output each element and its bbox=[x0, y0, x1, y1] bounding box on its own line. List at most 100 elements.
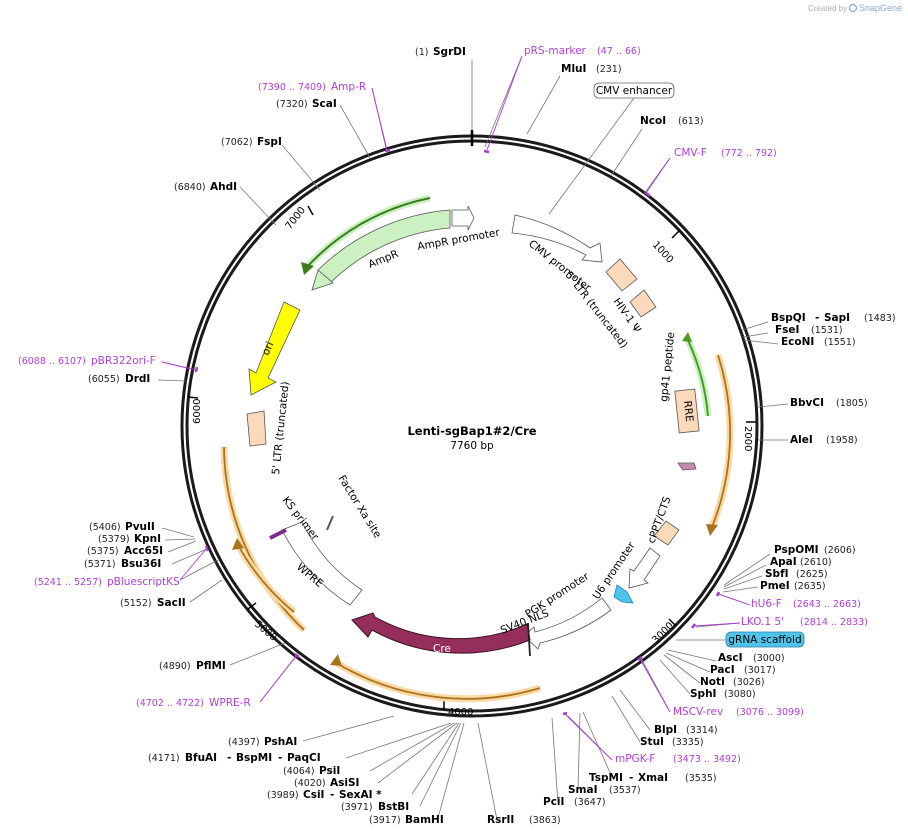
tick-5000 bbox=[247, 602, 257, 610]
enz-pos-stui: (3335) bbox=[672, 737, 704, 748]
enz-pos-ahdi: (6840) bbox=[174, 182, 206, 193]
enz-name-bspqi: BspQI bbox=[771, 312, 806, 324]
green-orf-right bbox=[686, 337, 709, 417]
enz-name-acc65i: Acc65I bbox=[124, 545, 163, 557]
green-orf-top bbox=[305, 197, 431, 269]
wpre-arrow bbox=[281, 521, 363, 606]
enzyme-labels: (1) SgrDI MluI (231) NcoI (613) BspQI - … bbox=[84, 46, 896, 826]
label-ori: ori bbox=[260, 340, 277, 357]
primer-leader-lines bbox=[161, 55, 751, 761]
label-gp41: gp41 peptide bbox=[658, 331, 677, 402]
primer-name-cmvf: CMV-F bbox=[674, 147, 707, 159]
enz-name-ahdi: AhdI bbox=[210, 181, 237, 193]
cmv-enhancer-box bbox=[593, 82, 675, 99]
enz-name-xmai: XmaI bbox=[638, 772, 668, 784]
primer-name-mpgk: mPGK-F bbox=[615, 753, 655, 765]
enz-name-sapi: SapI bbox=[824, 312, 850, 324]
enz-pos-acc65i: (5375) bbox=[87, 546, 119, 557]
enz-name-sphi: SphI bbox=[690, 688, 716, 700]
enz-pos-pshai: (4397) bbox=[228, 737, 260, 748]
orf-arc-bottom-highlight bbox=[331, 658, 542, 703]
enz-name-bspmi: BspMI bbox=[236, 752, 272, 764]
orf-arc-left-inner bbox=[237, 544, 295, 613]
primer-labels: pRS-marker (47 .. 66) CMV-F (772 .. 792)… bbox=[18, 45, 868, 765]
tick-label-6000: 6000 bbox=[192, 399, 203, 424]
ltr-left-box bbox=[246, 410, 267, 447]
orf-arc-left-inner-arrowhead bbox=[232, 538, 244, 550]
enz-name-paci: PacI bbox=[710, 664, 735, 676]
enz-pos-mlui: (231) bbox=[596, 64, 622, 75]
enz-name-sacii: SacII bbox=[157, 597, 186, 609]
rre-box bbox=[674, 388, 700, 434]
orf-arc-left-outer bbox=[223, 446, 305, 631]
plasmid-name: Lenti-sgBap1#2/Cre bbox=[407, 424, 536, 438]
enz-pos-asisi: (4020) bbox=[294, 778, 326, 789]
factor-xa-mark bbox=[326, 515, 334, 531]
enz-sep-bspqi: - bbox=[815, 312, 819, 324]
label-rre: RRE bbox=[681, 400, 695, 422]
enz-pos-pvuii: (5406) bbox=[89, 522, 121, 533]
ampr-arrow-head bbox=[311, 269, 334, 291]
enz-name-bsu36i: Bsu36I bbox=[121, 558, 161, 570]
enz-pos-ncoi: (613) bbox=[678, 116, 704, 127]
primer-mark-cmvf bbox=[645, 192, 651, 197]
green-orf-top-arrowhead bbox=[301, 262, 314, 275]
enz-name-sgrdi: SgrDI bbox=[433, 46, 466, 58]
cmv-promoter-arrow bbox=[511, 214, 603, 263]
enz-name-bstbi: BstBI bbox=[378, 801, 409, 813]
enz-pos-bstbi: (3971) bbox=[341, 802, 373, 813]
enz-sep2-bfuai: - bbox=[278, 752, 282, 764]
enz-pos-psii: (4064) bbox=[283, 766, 315, 777]
primer-pos-prs: (47 .. 66) bbox=[597, 46, 641, 57]
primer-name-mscv: MSCV-rev bbox=[673, 706, 723, 718]
enz-pos-scai: (7320) bbox=[276, 99, 308, 110]
enz-pos-alei: (1958) bbox=[826, 435, 858, 446]
enz-name-drdi: DrdI bbox=[125, 373, 150, 385]
enz-name-tspmi: TspMI bbox=[589, 772, 623, 784]
primer-pos-hu6f: (2643 .. 2663) bbox=[793, 599, 861, 610]
features bbox=[220, 194, 734, 703]
tick-3000 bbox=[668, 618, 677, 627]
tick-6000 bbox=[187, 396, 199, 399]
enz-pos-pmei: (2635) bbox=[794, 581, 826, 592]
grna-scaffold-box bbox=[725, 631, 805, 648]
enz-name-paqci: PaqCI bbox=[287, 752, 321, 764]
primer-name-hu6f: hU6-F bbox=[751, 598, 782, 610]
enz-pos-pflmi: (4890) bbox=[159, 661, 191, 672]
enz-name-pmei: PmeI bbox=[760, 580, 790, 592]
tick-label-1000: 1000 bbox=[650, 240, 675, 266]
primer-pos-cmvf: (772 .. 792) bbox=[721, 148, 777, 159]
enz-pos-sbfi: (2625) bbox=[796, 569, 828, 580]
enz-name-psii: PsiI bbox=[319, 765, 340, 777]
orf-arc-right bbox=[711, 354, 731, 528]
orf-arc-bottom bbox=[332, 660, 541, 700]
enz-name-pflmi: PflMI bbox=[196, 660, 226, 672]
enz-name-asisi: AsiSI bbox=[330, 777, 359, 789]
ori-arrow bbox=[248, 301, 301, 396]
cre-arrow bbox=[351, 612, 531, 654]
enz-pos-tspmi: (3535) bbox=[685, 773, 717, 784]
enz-pos-bbvci: (1805) bbox=[836, 398, 868, 409]
label-cre: Cre bbox=[433, 643, 451, 655]
enz-name-sbfi: SbfI bbox=[765, 568, 789, 580]
enz-name-sexai: SexAI * bbox=[339, 789, 382, 801]
tick-label-4000: 4000 bbox=[448, 707, 473, 718]
enz-sep-tspmi: - bbox=[629, 772, 633, 784]
enz-name-mlui: MluI bbox=[561, 63, 586, 75]
enz-name-econi: EcoNI bbox=[781, 336, 814, 348]
primer-pos-wpre: (4702 .. 4722) bbox=[136, 698, 204, 709]
orf-arc-right-arrowhead bbox=[706, 524, 718, 536]
enz-name-bbvci: BbvCI bbox=[790, 397, 824, 409]
enz-pos-pcii: (3647) bbox=[574, 797, 606, 808]
enz-name-pvuii: PvuII bbox=[125, 521, 155, 533]
ampr-promoter-arrow bbox=[451, 205, 475, 231]
boxed-feature-labels: CMV enhancer gRNA scaffold bbox=[593, 82, 805, 648]
enz-pos-drdi: (6055) bbox=[88, 374, 120, 385]
tick-label-2000: 2000 bbox=[742, 426, 753, 451]
credit-prefix: Created by bbox=[808, 4, 847, 13]
enz-name-pcii: PciI bbox=[543, 796, 564, 808]
enz-name-alei: AleI bbox=[790, 434, 813, 446]
enz-pos-fspi: (7062) bbox=[221, 137, 253, 148]
